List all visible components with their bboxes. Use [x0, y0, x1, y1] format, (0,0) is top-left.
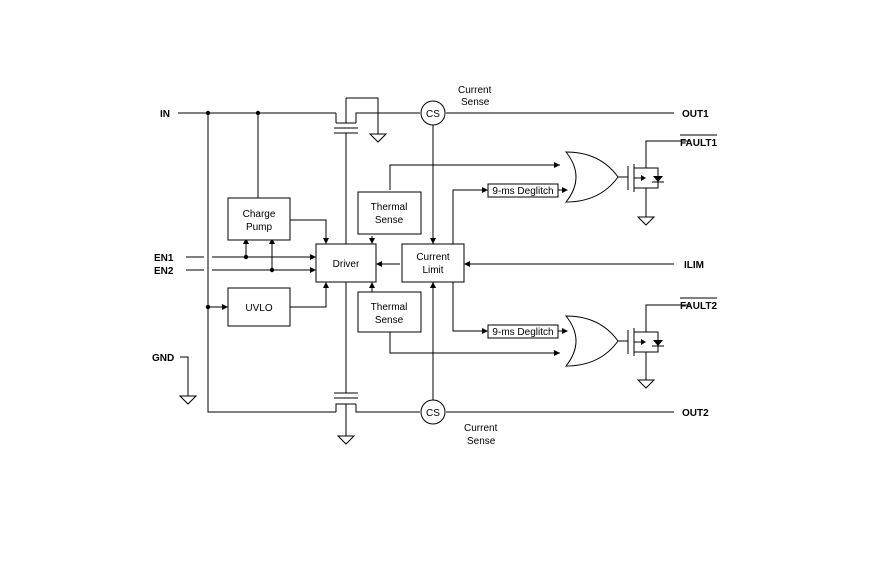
bot-fet-source	[355, 404, 420, 413]
nmos1-arrow-icon	[641, 175, 646, 181]
arrow-in-to-uvlo	[222, 304, 228, 310]
deglitch-top-block: 9-ms Deglitch	[487, 183, 559, 198]
arrow-en1-to-cp	[243, 238, 249, 244]
uvlo-to-driver	[290, 288, 327, 308]
top-fet-source	[345, 97, 420, 123]
uvlo-label: UVLO	[245, 303, 272, 314]
thermal-bot-to-or2	[389, 331, 560, 354]
wires	[178, 97, 674, 428]
pin-out1-label: OUT1	[682, 109, 709, 120]
arrow-en2-to-driver	[310, 267, 316, 273]
thermal-sense-bottom-label-line2: Sense	[375, 315, 404, 326]
deglitch-bottom-block: 9-ms Deglitch	[487, 324, 559, 339]
arrow-thermal1-to-or1	[554, 162, 560, 168]
arrow-thermal1-to-driver	[369, 238, 375, 244]
pin-gnd-label: GND	[152, 353, 174, 364]
arrow-ilim-to-climit	[464, 261, 470, 267]
charge-pump-box	[227, 197, 291, 241]
charge-pump-label-line2: Pump	[246, 222, 273, 233]
current-sense-bottom-line2: Sense	[467, 436, 496, 447]
thermal-sense-top-label-line1: Thermal	[371, 202, 408, 213]
cs-bottom: CS	[420, 399, 446, 425]
deglitch-bottom-box	[487, 324, 559, 339]
arrow-climit-to-deglitch2	[482, 328, 488, 334]
in-vertical-wire	[207, 113, 336, 413]
uvlo-box	[227, 287, 291, 327]
current-limit-box	[401, 243, 465, 283]
current-sense-top-line1: Current	[458, 85, 492, 96]
nmos1-diode-icon	[653, 176, 663, 182]
arrow-en1-to-driver	[310, 254, 316, 260]
arrow-en2-to-cp	[269, 238, 275, 244]
nmos-fault1	[627, 140, 690, 217]
ground-icon-bottom	[336, 435, 356, 445]
current-limit-to-deglitch2	[452, 282, 484, 332]
arrow-deglitch2-to-or2	[562, 328, 568, 334]
charge-pump-to-driver	[290, 219, 327, 239]
arrow-climit-to-deglitch1	[482, 187, 488, 193]
arrow-thermal2-to-or2	[554, 350, 560, 356]
arrow-cs2-to-climit	[430, 282, 436, 288]
cs-bottom-circle	[420, 399, 446, 425]
arrow-climit-to-driver	[376, 261, 382, 267]
deglitch-bottom-label: 9-ms Deglitch	[492, 327, 553, 338]
junction-in-uvlo	[205, 304, 211, 310]
thermal-top-to-or1	[389, 164, 560, 190]
thermal-sense-bottom-block: Thermal Sense	[357, 291, 422, 333]
junction-en1	[243, 254, 249, 260]
nmos2-diode-icon	[653, 340, 663, 346]
or-gate-2	[564, 315, 619, 367]
or-gate-1	[564, 151, 619, 203]
thermal-sense-bottom-label-line1: Thermal	[371, 302, 408, 313]
driver-label: Driver	[333, 259, 360, 270]
current-limit-to-deglitch1	[452, 189, 484, 244]
charge-pump-label-line1: Charge	[243, 209, 276, 220]
bot-fet-drain	[335, 403, 356, 412]
junction-en2	[269, 267, 275, 273]
ground-icon-top	[368, 133, 388, 143]
pin-fault2-label: FAULT2	[680, 301, 717, 312]
current-limit-block: Current Limit	[401, 243, 465, 283]
cs-top-label: CS	[426, 109, 440, 120]
nmos-fault2	[627, 304, 690, 380]
thermal-sense-bottom-box	[357, 291, 422, 333]
nmos2-arrow-icon	[641, 339, 646, 345]
pin-ilim-label: ILIM	[684, 260, 704, 271]
cs-top: CS	[420, 100, 446, 126]
arrow-deglitch1-to-or1	[562, 187, 568, 193]
junction-in-cp	[255, 110, 261, 116]
deglitch-top-label: 9-ms Deglitch	[492, 186, 553, 197]
current-sense-bottom-line1: Current	[464, 423, 498, 434]
uvlo-block: UVLO	[227, 287, 291, 327]
pin-en1-label: EN1	[154, 253, 174, 264]
cs-bottom-label: CS	[426, 408, 440, 419]
arrow-cs1-to-climit	[430, 238, 436, 244]
junction-in-vert	[205, 110, 211, 116]
gnd-wire	[180, 356, 189, 396]
pin-in-label: IN	[160, 109, 170, 120]
arrow-uvlo-to-driver	[323, 282, 329, 288]
junctions	[205, 110, 275, 310]
current-limit-label-line2: Limit	[422, 265, 443, 276]
charge-pump-block: Charge Pump	[227, 197, 291, 241]
arrow-cp-to-driver	[323, 238, 329, 244]
thermal-sense-top-label-line2: Sense	[375, 215, 404, 226]
ground-icon-nmos2	[636, 379, 656, 389]
cs-top-circle	[420, 100, 446, 126]
thermal-sense-top-block: Thermal Sense	[357, 191, 422, 235]
pin-out2-label: OUT2	[682, 408, 709, 419]
ground-icon-gnd-pin	[178, 395, 198, 405]
current-sense-top-line2: Sense	[461, 97, 490, 108]
pin-en2-label: EN2	[154, 266, 174, 277]
deglitch-top-box	[487, 183, 559, 198]
ground-icon-nmos1	[636, 216, 656, 226]
thermal-sense-top-box	[357, 191, 422, 235]
driver-box	[315, 243, 377, 283]
driver-block: Driver	[315, 243, 377, 283]
pin-fault1-label: FAULT1	[680, 138, 717, 149]
current-limit-label-line1: Current	[416, 252, 450, 263]
arrow-thermal2-to-driver	[369, 282, 375, 288]
